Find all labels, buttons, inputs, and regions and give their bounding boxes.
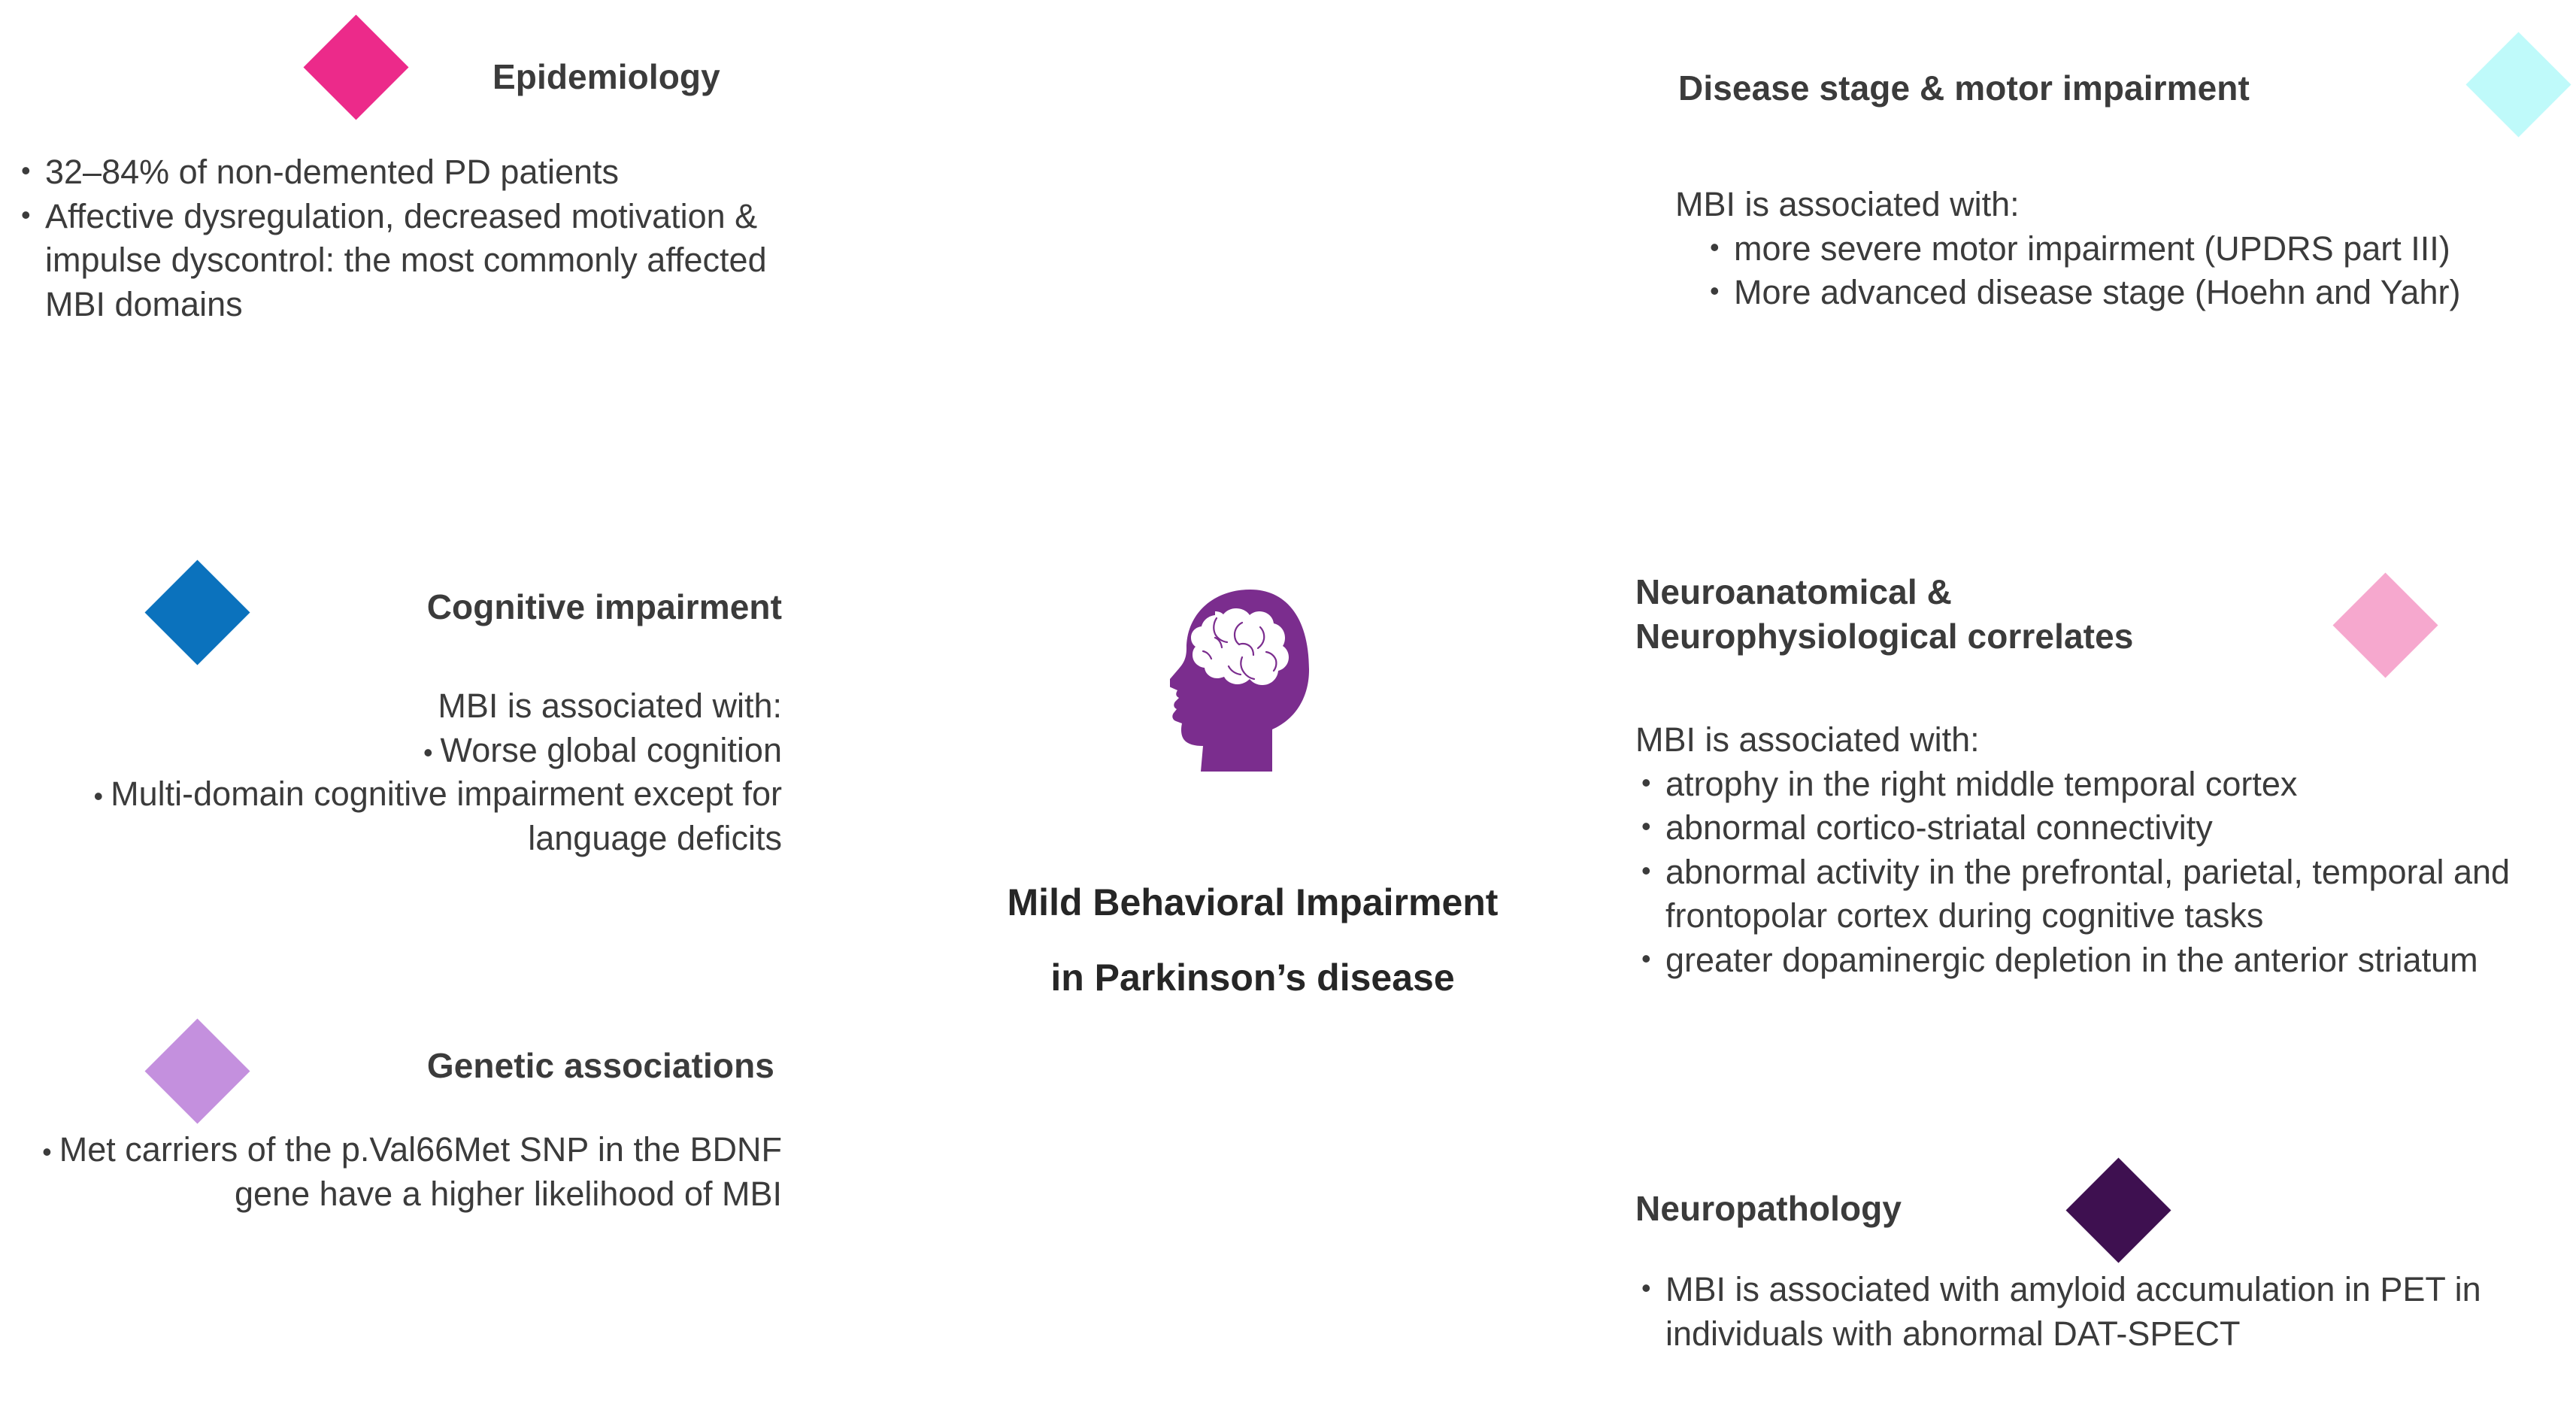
neuroanatomical-title-line1: Neuroanatomical &	[1635, 572, 1952, 611]
list-item: 32–84% of non-demented PD patients	[15, 150, 797, 195]
cognitive-impairment-diamond-icon	[144, 559, 250, 666]
disease-stage-bullet-list: more severe motor impairment (UPDRS part…	[1704, 227, 2502, 315]
bullet-dot: •	[93, 781, 111, 811]
list-item: greater dopaminergic depletion in the an…	[1635, 938, 2523, 983]
neuropathology-title: Neuropathology	[1635, 1189, 1902, 1228]
disease-stage-title: Disease stage & motor impairment	[1678, 68, 2250, 108]
neuroanatomical-bullet-list: atrophy in the right middle temporal cor…	[1635, 763, 2523, 983]
cognitive-impairment-title: Cognitive impairment	[426, 587, 782, 626]
list-item: More advanced disease stage (Hoehn and Y…	[1704, 271, 2502, 315]
page-title-line2: in Parkinson’s disease	[1050, 957, 1455, 999]
list-item-text: Worse global cognition	[440, 730, 782, 769]
list-item: more severe motor impairment (UPDRS part…	[1704, 227, 2502, 271]
list-item: abnormal activity in the prefrontal, par…	[1635, 850, 2523, 938]
disease-stage-diamond-icon	[2465, 32, 2571, 138]
epidemiology-bullet-list: 32–84% of non-demented PD patients Affec…	[15, 150, 797, 326]
disease-stage-lead: MBI is associated with:	[1675, 185, 2020, 223]
list-item-text: Met carriers of the p.Val66Met SNP in th…	[59, 1130, 782, 1213]
list-item: • Multi-domain cognitive impairment exce…	[15, 772, 782, 860]
list-item-text: Multi-domain cognitive impairment except…	[111, 775, 782, 857]
neuropathology-bullet-list: MBI is associated with amyloid accumulat…	[1635, 1268, 2523, 1356]
genetic-associations-body: • Met carriers of the p.Val66Met SNP in …	[15, 1128, 782, 1216]
list-item: • Met carriers of the p.Val66Met SNP in …	[15, 1128, 782, 1216]
neuroanatomical-lead: MBI is associated with:	[1635, 720, 1980, 759]
neuroanatomical-title-line2: Neurophysiological correlates	[1635, 616, 2134, 656]
list-item: atrophy in the right middle temporal cor…	[1635, 763, 2523, 807]
bullet-dot: •	[42, 1136, 59, 1167]
disease-stage-body: MBI is associated with: more severe moto…	[1675, 183, 2502, 315]
neuroanatomical-diamond-icon	[2332, 572, 2438, 678]
cognitive-impairment-lead: MBI is associated with:	[438, 687, 782, 725]
bullet-dot: •	[423, 736, 441, 768]
cognitive-impairment-bullet-list: • Worse global cognition • Multi-domain …	[15, 729, 782, 861]
epidemiology-diamond-icon	[303, 14, 409, 120]
epidemiology-title: Epidemiology	[492, 57, 720, 96]
neuropathology-body: MBI is associated with amyloid accumulat…	[1635, 1268, 2523, 1356]
head-brain-icon	[1170, 590, 1309, 772]
list-item: • Worse global cognition	[15, 729, 782, 773]
neuroanatomical-body: MBI is associated with: atrophy in the r…	[1635, 718, 2523, 982]
page-title: Mild Behavioral Impairment in Parkinson’…	[892, 865, 1614, 1015]
genetic-associations-bullet-list: • Met carriers of the p.Val66Met SNP in …	[15, 1128, 782, 1216]
page-title-line1: Mild Behavioral Impairment	[1007, 881, 1499, 923]
list-item: MBI is associated with amyloid accumulat…	[1635, 1268, 2523, 1356]
genetic-associations-title: Genetic associations	[426, 1046, 774, 1085]
list-item: abnormal cortico-striatal connectivity	[1635, 806, 2523, 850]
neuroanatomical-title: Neuroanatomical & Neurophysiological cor…	[1635, 570, 2342, 659]
neuropathology-diamond-icon	[2065, 1157, 2171, 1263]
list-item: Affective dysregulation, decreased motiv…	[15, 195, 797, 327]
genetic-associations-diamond-icon	[144, 1018, 250, 1124]
epidemiology-body: 32–84% of non-demented PD patients Affec…	[15, 150, 797, 326]
cognitive-impairment-body: MBI is associated with: • Worse global c…	[15, 684, 782, 860]
